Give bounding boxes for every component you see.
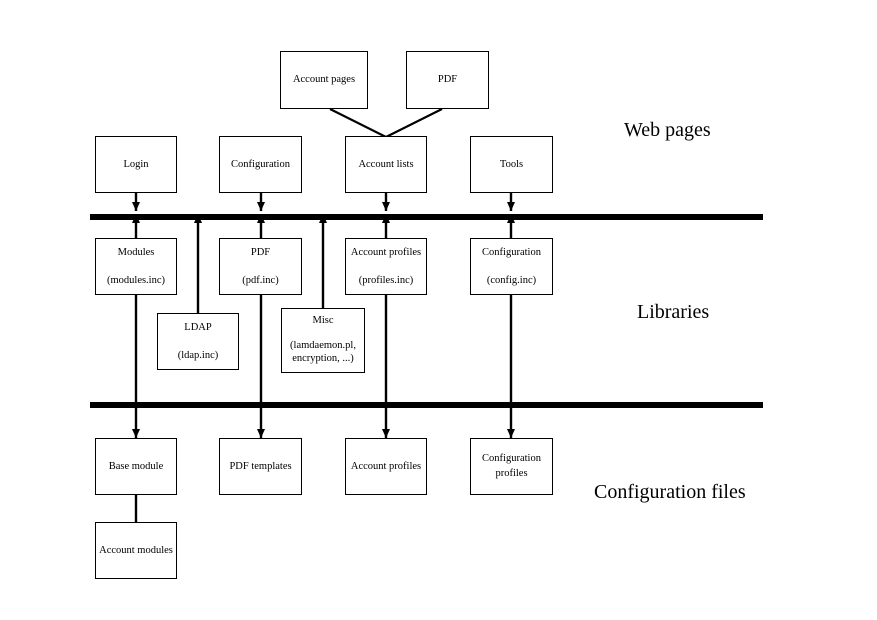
- node-ldap-lib-label: LDAP: [184, 322, 212, 334]
- node-login-label: Login: [123, 158, 149, 170]
- node-login[interactable]: Login: [95, 136, 177, 193]
- node-pdf-lib[interactable]: PDF (pdf.inc): [219, 238, 302, 295]
- connector-account-pages-to-account-lists: [329, 108, 387, 138]
- node-base-module-label: Base module: [108, 460, 164, 472]
- node-misc-lib-label: Misc: [312, 315, 334, 326]
- web-pages-separator-bar: [90, 214, 763, 220]
- node-configuration-page[interactable]: Configuration: [219, 136, 302, 193]
- node-modules-lib[interactable]: Modules (modules.inc): [95, 238, 177, 295]
- node-account-profiles-lib[interactable]: Account profiles (profiles.inc): [345, 238, 427, 295]
- node-ldap-lib[interactable]: LDAP (ldap.inc): [157, 313, 239, 370]
- node-pdf-templates[interactable]: PDF templates: [219, 438, 302, 495]
- node-pdf-templates-label: PDF templates: [229, 460, 292, 472]
- node-configuration-lib-file: (config.inc): [486, 274, 537, 286]
- node-ldap-lib-file: (ldap.inc): [177, 349, 219, 361]
- node-misc-lib-file: (lamdaemon.pl, encryption, ...): [290, 340, 356, 365]
- node-account-profiles-file-label: Account profiles: [350, 460, 422, 472]
- node-tools[interactable]: Tools: [470, 136, 553, 193]
- node-account-modules[interactable]: Account modules: [95, 522, 177, 579]
- node-configuration-profiles-file-label2: profiles: [495, 467, 528, 479]
- node-account-pages-label: Account pages: [292, 74, 356, 86]
- node-account-pages[interactable]: Account pages: [280, 51, 368, 109]
- node-modules-lib-label: Modules: [117, 247, 155, 259]
- node-account-profiles-file[interactable]: Account profiles: [345, 438, 427, 495]
- node-configuration-profiles-file[interactable]: Configuration profiles: [470, 438, 553, 495]
- node-base-module[interactable]: Base module: [95, 438, 177, 495]
- libraries-separator-bar: [90, 402, 763, 408]
- node-account-modules-label: Account modules: [99, 544, 173, 556]
- node-account-profiles-lib-label: Account profiles: [350, 247, 422, 259]
- node-configuration-lib-label: Configuration: [482, 247, 541, 259]
- node-pdf-lib-label: PDF: [250, 247, 271, 259]
- section-label-web-pages: Web pages: [624, 119, 711, 141]
- connector-pdf-to-account-lists: [385, 108, 443, 138]
- node-pdf-top-label: PDF: [437, 74, 458, 86]
- node-account-profiles-lib-file: (profiles.inc): [358, 274, 414, 286]
- node-pdf-top[interactable]: PDF: [406, 51, 489, 109]
- node-configuration-lib[interactable]: Configuration (config.inc): [470, 238, 553, 295]
- node-account-lists[interactable]: Account lists: [345, 136, 427, 193]
- node-misc-lib[interactable]: Misc (lamdaemon.pl, encryption, ...): [281, 308, 365, 373]
- node-configuration-page-label: Configuration: [231, 158, 290, 170]
- node-modules-lib-file: (modules.inc): [106, 274, 166, 286]
- section-label-configuration-files: Configuration files: [594, 481, 746, 503]
- node-configuration-profiles-file-label: Configuration: [482, 453, 541, 465]
- node-account-lists-label: Account lists: [358, 158, 414, 170]
- section-label-libraries: Libraries: [637, 301, 710, 323]
- node-pdf-lib-file: (pdf.inc): [242, 274, 279, 286]
- node-tools-label: Tools: [499, 158, 524, 170]
